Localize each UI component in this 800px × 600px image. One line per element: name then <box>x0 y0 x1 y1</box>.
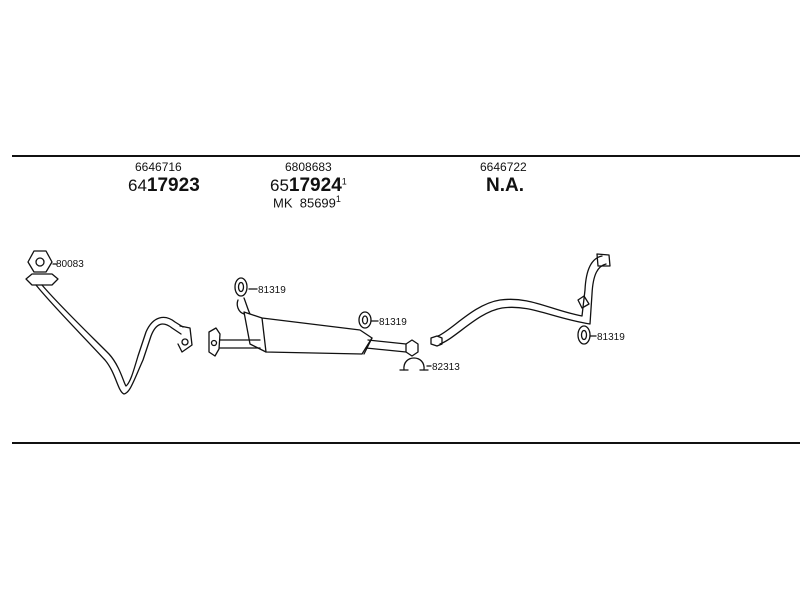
front-pipe-icon <box>25 273 193 395</box>
part-number-silencer: 65179241 <box>270 175 347 196</box>
part-ref-silencer: 6808683 <box>285 160 332 174</box>
part-number-silencer-alt: MK 856991 <box>273 194 341 211</box>
hanger-mid-lower-icon <box>358 311 372 329</box>
top-rule <box>12 155 800 157</box>
tail-pipe-icon <box>430 253 611 347</box>
callout-gasket-front: 80083 <box>56 259 84 270</box>
part-number-front-pipe: 6417923 <box>128 175 200 196</box>
callout-clamp: 82313 <box>432 362 460 373</box>
silencer-icon <box>208 311 419 357</box>
bottom-rule <box>12 442 800 444</box>
callout-hanger-mid-lower: 81319 <box>379 317 407 328</box>
callout-hanger-mid-upper: 81319 <box>258 285 286 296</box>
part-number-tail-pipe: N.A. <box>486 175 524 196</box>
clamp-icon <box>399 357 429 371</box>
part-ref-tail-pipe: 6646722 <box>480 160 527 174</box>
part-ref-front-pipe: 6646716 <box>135 160 182 174</box>
hanger-rear-icon <box>577 325 591 345</box>
callout-hanger-rear: 81319 <box>597 332 625 343</box>
hanger-mid-upper-icon <box>234 277 251 315</box>
gasket-front-icon <box>27 250 53 273</box>
